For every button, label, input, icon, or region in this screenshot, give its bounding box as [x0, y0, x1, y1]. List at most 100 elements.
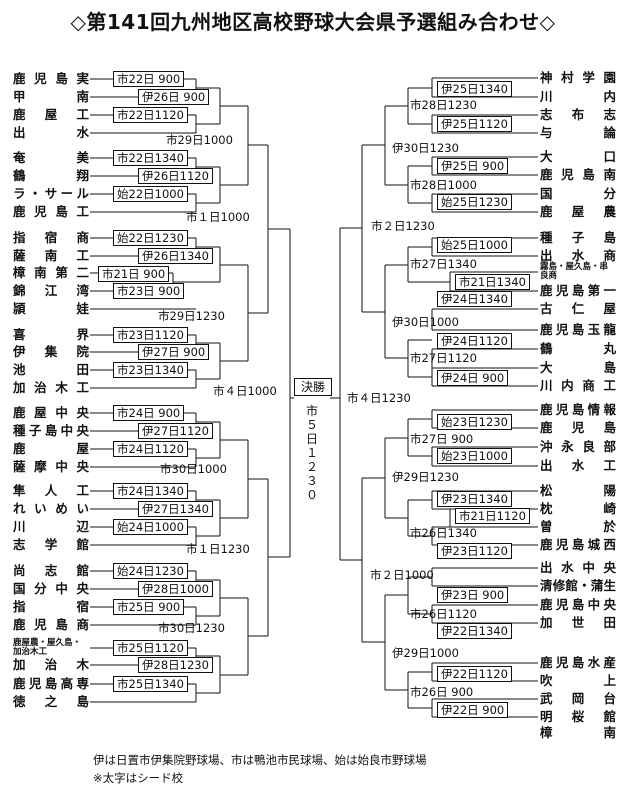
match-label-right: 伊23日1340: [437, 491, 512, 507]
team-left: 鹿屋工: [13, 107, 89, 122]
match-label-right: 伊24日 900: [437, 370, 509, 386]
match-label-left: 市30日1000: [160, 462, 227, 476]
team-right: 鹿児島情報: [540, 402, 616, 417]
team-right: 出水工: [540, 458, 616, 473]
team-left: 鹿児島高専: [13, 676, 89, 691]
team-right: 鹿児島南: [540, 167, 616, 182]
match-label-right: 始23日1000: [437, 448, 512, 464]
match-label-right: 市27日1120: [410, 351, 477, 365]
team-right: 鹿児島: [540, 420, 616, 435]
team-right: 清修館・蒲生: [540, 578, 616, 593]
match-label-left: 伊26日1120: [138, 168, 213, 184]
final-date: 市５日１２３０: [305, 404, 318, 502]
match-label-left: 市24日1340: [113, 483, 188, 499]
team-right: 志布志: [540, 107, 616, 122]
team-left: 奄美: [13, 150, 89, 165]
team-left: 錦江湾: [13, 283, 89, 298]
match-label-right: 市27日 900: [410, 432, 474, 446]
match-label-left: 市29日1000: [166, 133, 233, 147]
team-right: 霧島・屋久島・串良商: [540, 262, 609, 281]
match-label-right: 市27日1340: [410, 257, 477, 271]
match-label-right: 伊30日1230: [392, 141, 459, 155]
match-label-left: 市23日 900: [113, 283, 185, 299]
match-label-left: 始24日1230: [113, 563, 188, 579]
team-left: 鶴翔: [13, 168, 89, 183]
match-label-left: 始22日1230: [113, 230, 188, 246]
match-label-left: 伊28日1000: [138, 581, 213, 597]
team-right: 曽於: [540, 519, 616, 534]
team-right: 与論: [540, 125, 616, 140]
final-label: 決勝: [294, 378, 332, 396]
match-label-left: 始24日1000: [113, 519, 188, 535]
match-label-right: 始23日1230: [437, 414, 512, 430]
team-right: 大島: [540, 360, 616, 375]
match-label-left: 伊26日1340: [138, 248, 213, 264]
match-label-left: 市22日1340: [113, 150, 188, 166]
team-right: 鹿児島中央: [540, 597, 616, 612]
match-label-right: 市４日1230: [347, 391, 411, 405]
match-label-left: 市23日1340: [113, 362, 188, 378]
team-left: 加治木工: [13, 380, 89, 395]
team-left: 樟南第二: [13, 265, 89, 280]
match-label-right: 伊22日 900: [437, 702, 509, 718]
match-label-left: 市24日 900: [113, 405, 185, 421]
team-right: 川内商工: [540, 378, 616, 393]
match-label-left: 市29日1230: [158, 309, 225, 323]
match-label-left: 伊27日1340: [138, 501, 213, 517]
team-right: 樟南: [540, 725, 616, 740]
match-label-right: 伊24日1340: [437, 291, 512, 307]
team-right: 川内: [540, 89, 616, 104]
match-label-right: 市26日 900: [410, 685, 474, 699]
match-label-right: 伊22日1340: [437, 623, 512, 639]
team-left: 池田: [13, 362, 89, 377]
match-label-left: 伊26日 900: [138, 89, 210, 105]
match-label-left: 市30日1230: [158, 621, 225, 635]
team-right: 国分: [540, 186, 616, 201]
match-label-left: 市４日1000: [213, 384, 277, 398]
match-label-left: 市22日 900: [113, 71, 185, 87]
team-left: 尚志館: [13, 563, 89, 578]
team-right: 鹿児島第一: [540, 283, 616, 298]
match-label-left: 伊27日1120: [138, 423, 213, 439]
match-label-left: 市25日 900: [113, 599, 185, 615]
team-right: 出水商: [540, 248, 616, 263]
match-label-right: 伊24日1120: [437, 333, 512, 349]
team-right: 鹿児島水産: [540, 655, 616, 670]
match-label-right: 市２日1230: [371, 219, 435, 233]
match-label-right: 伊25日 900: [437, 158, 509, 174]
match-label-right: 伊25日1340: [437, 81, 512, 97]
team-right: 大口: [540, 149, 616, 164]
match-label-left: 始22日1000: [113, 186, 188, 202]
team-right: 鶴丸: [540, 341, 616, 356]
match-label-left: 市１日1000: [186, 210, 250, 224]
match-label-right: 伊30日1000: [392, 315, 459, 329]
team-left: 川辺: [13, 519, 89, 534]
team-left: 薩摩中央: [13, 459, 89, 474]
match-label-left: 市１日1230: [186, 542, 250, 556]
match-label-right: 市28日1000: [410, 178, 477, 192]
team-left: 志学館: [13, 537, 89, 552]
team-left: 頴娃: [13, 301, 89, 316]
match-label-left: 市25日1340: [113, 676, 188, 692]
team-left: 出水: [13, 125, 89, 140]
team-left: 甲南: [13, 89, 89, 104]
team-left: れいめい: [13, 501, 89, 516]
match-label-left: 市25日1120: [113, 640, 188, 656]
team-right: 鹿屋農: [540, 204, 616, 219]
match-label-left: 伊28日1230: [138, 657, 213, 673]
match-label-right: 始25日1230: [437, 194, 512, 210]
team-right: 枕崎: [540, 501, 616, 516]
team-right: 古仁屋: [540, 301, 616, 316]
team-left: 国分中央: [13, 581, 89, 596]
team-left: 鹿屋農・屋久島・加治木工: [13, 638, 82, 657]
match-label-right: 市28日1230: [410, 98, 477, 112]
match-label-right: 伊23日 900: [437, 587, 509, 603]
team-right: 鹿児島玉龍: [540, 322, 616, 337]
team-left: 伊集院: [13, 344, 89, 359]
match-label-right: 伊25日1120: [437, 116, 512, 132]
team-right: 種子島: [540, 230, 616, 245]
team-left: 鹿児島商: [13, 617, 89, 632]
match-label-left: 市23日1120: [113, 327, 188, 343]
page-title: ◇第141回九州地区高校野球大会県予選組み合わせ◇: [70, 10, 556, 34]
